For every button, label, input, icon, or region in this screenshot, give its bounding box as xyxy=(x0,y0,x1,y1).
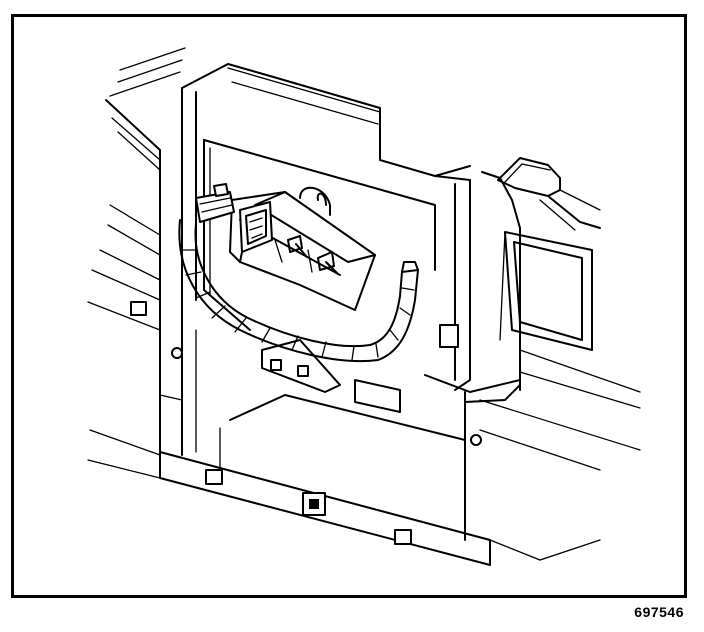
figure-number: 697546 xyxy=(634,604,684,620)
wiring-harness xyxy=(178,186,419,363)
bezel-housing xyxy=(181,63,521,393)
lower-bracket xyxy=(87,299,601,566)
electrical-module xyxy=(195,183,376,311)
left-lower-lines xyxy=(159,394,183,401)
right-dash-lines xyxy=(464,349,641,471)
left-dash-lines xyxy=(87,47,186,331)
right-air-vent xyxy=(497,157,601,351)
